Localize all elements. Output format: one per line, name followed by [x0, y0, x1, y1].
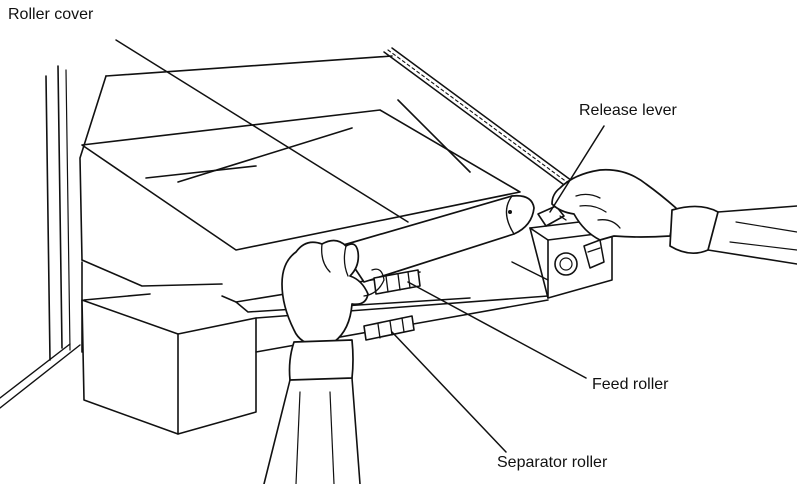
leader-lines	[115, 39, 605, 453]
feed-roller	[373, 269, 421, 295]
label-separator-roller: Separator roller	[497, 454, 608, 471]
left-frame	[0, 65, 81, 409]
label-feed-roller: Feed roller	[592, 376, 669, 393]
label-roller-cover: Roller cover	[8, 6, 94, 23]
leader-roller-cover	[115, 39, 409, 223]
left-hand	[263, 239, 385, 484]
right-hand	[551, 168, 797, 265]
roller-cover	[339, 194, 535, 283]
leader-separator-roller	[391, 331, 507, 453]
separator-roller	[363, 315, 415, 341]
label-release-lever: Release lever	[579, 102, 677, 119]
leader-release-lever	[549, 125, 605, 213]
leader-feed-roller	[407, 281, 587, 379]
